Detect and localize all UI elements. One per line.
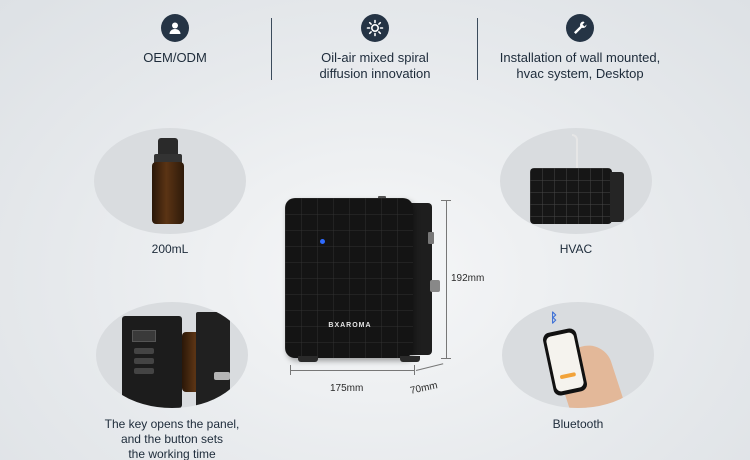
phone	[541, 327, 589, 397]
device-foot	[298, 356, 318, 362]
panel-label-line3: the working time	[128, 447, 216, 460]
bottle-label: 200mL	[151, 242, 189, 256]
device-led	[320, 239, 325, 244]
bottle-image	[94, 128, 246, 234]
height-label: 192mm	[451, 273, 485, 284]
phone-app-button	[559, 372, 577, 380]
hvac-label: HVAC	[559, 242, 593, 256]
hvac-side	[610, 172, 624, 222]
panel-button	[134, 358, 154, 364]
bottle-cap	[158, 138, 178, 156]
device-front	[285, 198, 413, 358]
feature-label-line1: Oil-air mixed spiral	[321, 50, 429, 65]
panel-screen	[132, 330, 156, 342]
feature-diffusion: Oil-air mixed spiral diffusion innovatio…	[290, 14, 460, 82]
feature-installation: Installation of wall mounted, hvac syste…	[485, 14, 675, 82]
bottle-neck	[154, 154, 182, 164]
device-knob	[430, 280, 440, 292]
width-dimension-line	[290, 370, 414, 371]
hvac-box	[530, 168, 612, 224]
feature-label-line1: Installation of wall mounted,	[499, 50, 661, 65]
user-icon	[161, 14, 189, 42]
panel-label-line1: The key opens the panel,	[104, 417, 240, 431]
phone-screen	[545, 331, 585, 393]
bluetooth-label: Bluetooth	[552, 417, 604, 431]
dimension-tick	[290, 365, 291, 375]
panel-label-line2: and the button sets	[120, 432, 224, 446]
feature-label: OEM/ODM	[143, 50, 207, 65]
divider	[477, 18, 478, 80]
panel-button	[134, 348, 154, 354]
panel-button	[134, 368, 154, 374]
depth-dimension-line	[415, 363, 444, 371]
width-label: 175mm	[330, 383, 364, 394]
bluetooth-icon: ᛒ	[550, 310, 558, 325]
panel-image	[96, 302, 248, 408]
gear-icon	[361, 14, 389, 42]
device-foot	[400, 356, 420, 362]
device-port	[428, 232, 434, 244]
bluetooth-image: ᛒ	[502, 302, 654, 408]
hvac-pipe	[572, 134, 578, 174]
wrench-icon	[566, 14, 594, 42]
depth-label: 70mm	[409, 380, 439, 397]
key-icon	[214, 372, 230, 380]
dimension-tick	[441, 200, 451, 201]
bottle-body	[152, 162, 184, 224]
feature-label-line2: diffusion innovation	[319, 66, 431, 81]
hvac-image	[500, 128, 652, 234]
dimension-tick	[441, 358, 451, 359]
device-brand: BXAROMA	[328, 322, 372, 329]
dimension-tick	[414, 365, 415, 375]
feature-oem: OEM/ODM	[95, 14, 255, 66]
divider	[271, 18, 272, 80]
height-dimension-line	[446, 200, 447, 358]
panel-label: The key opens the panel, and the button …	[80, 417, 264, 460]
panel-door	[196, 312, 230, 408]
feature-label-line2: hvac system, Desktop	[516, 66, 644, 81]
